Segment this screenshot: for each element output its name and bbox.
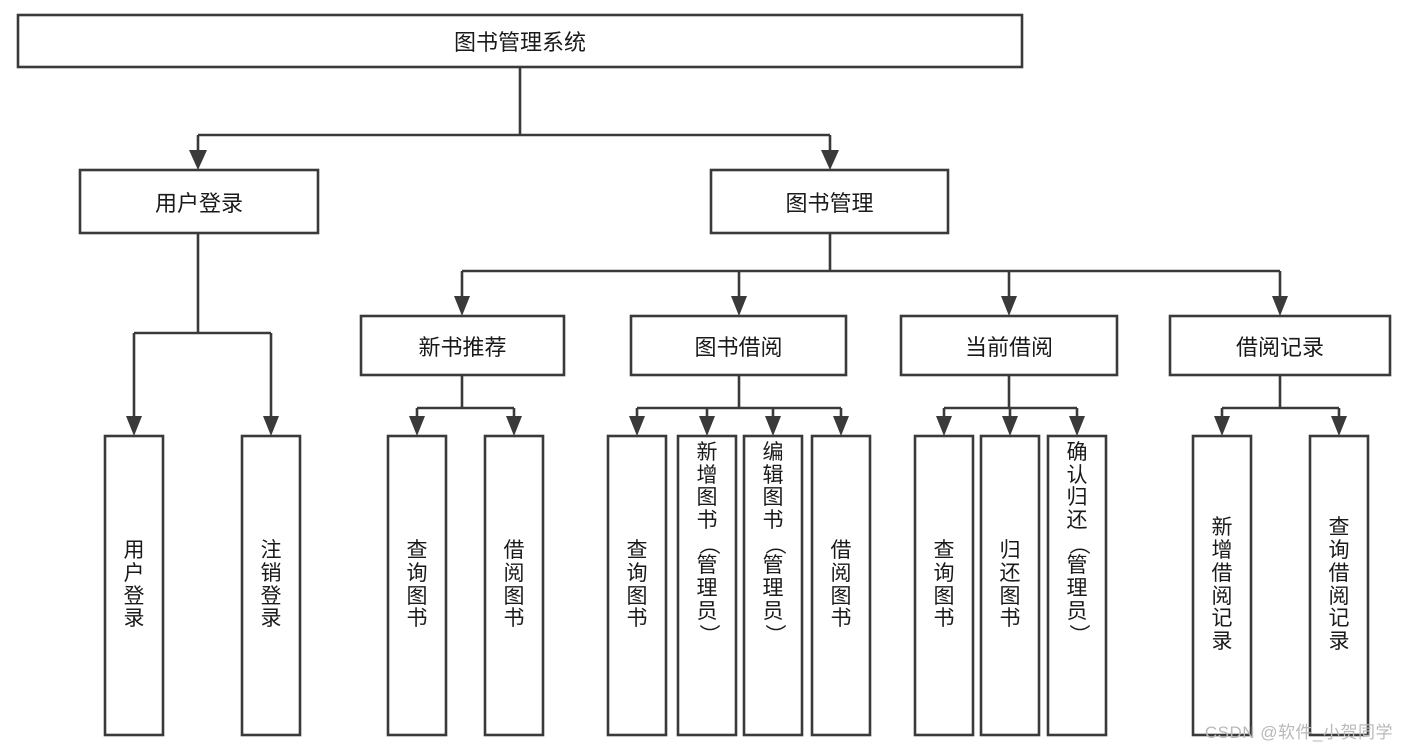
- leaf-box-current-borrow-1[interactable]: [979, 434, 1041, 737]
- leaf-box-borrow-record-0[interactable]: [1191, 434, 1253, 737]
- arrow-book-borrow-to-leaf-2: [765, 416, 781, 436]
- arrow-book-mgmt-to-l3-0: [454, 296, 470, 316]
- leaf-box-new-book-1[interactable]: [483, 434, 545, 737]
- leaf-box-new-book-0[interactable]: [386, 434, 448, 737]
- node-book-borrow-box[interactable]: [629, 314, 848, 377]
- node-new-book-recommend-box[interactable]: [359, 314, 566, 377]
- arrow-root-to-book-mgmt: [821, 150, 839, 170]
- arrow-user-login-to-leaf-0: [126, 416, 142, 436]
- node-borrow-record-box[interactable]: [1168, 314, 1392, 377]
- node-user-login-box[interactable]: [78, 168, 320, 235]
- arrow-root-to-user-login: [189, 150, 207, 170]
- leaf-box-book-borrow-1[interactable]: [676, 434, 738, 737]
- arrow-book-borrow-to-leaf-0: [629, 416, 645, 436]
- arrow-current-borrow-to-leaf-2: [1069, 416, 1085, 436]
- leaf-box-current-borrow-2[interactable]: [1046, 434, 1108, 737]
- node-book-management-box[interactable]: [709, 168, 950, 235]
- leaf-box-current-borrow-0[interactable]: [913, 434, 975, 737]
- arrow-book-mgmt-to-l3-1: [731, 296, 747, 316]
- node-current-borrow-box[interactable]: [899, 314, 1119, 377]
- arrow-current-borrow-to-leaf-0: [936, 416, 952, 436]
- leaf-box-user-login-1[interactable]: [240, 434, 302, 737]
- csdn-watermark: CSDN @软件_小贺同学: [1204, 723, 1393, 742]
- leaf-box-book-borrow-0[interactable]: [606, 434, 668, 737]
- leaf-box-book-borrow-3[interactable]: [810, 434, 872, 737]
- arrow-user-login-to-leaf-1: [263, 416, 279, 436]
- arrow-borrow-record-to-leaf-0: [1214, 416, 1230, 436]
- arrow-book-mgmt-to-l3-2: [1001, 296, 1017, 316]
- leaf-box-book-borrow-2[interactable]: [742, 434, 804, 737]
- arrow-borrow-record-to-leaf-1: [1331, 416, 1347, 436]
- node-root-box[interactable]: [16, 13, 1024, 69]
- arrow-new-book-to-leaf-0: [409, 416, 425, 436]
- arrow-book-mgmt-to-l3-3: [1272, 296, 1288, 316]
- arrow-current-borrow-to-leaf-1: [1002, 416, 1018, 436]
- leaf-box-borrow-record-1[interactable]: [1308, 434, 1370, 737]
- arrow-book-borrow-to-leaf-3: [833, 416, 849, 436]
- arrow-new-book-to-leaf-1: [506, 416, 522, 436]
- arrow-book-borrow-to-leaf-1: [699, 416, 715, 436]
- leaf-box-user-login-0[interactable]: [103, 434, 165, 737]
